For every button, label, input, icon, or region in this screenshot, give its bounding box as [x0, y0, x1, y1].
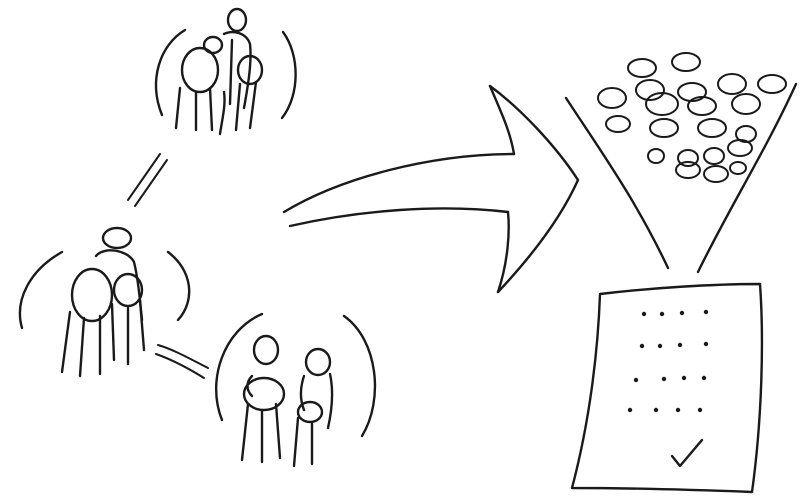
person-icon	[224, 9, 251, 108]
big-arrow	[284, 86, 578, 292]
person-icon	[62, 269, 112, 376]
document-dot	[698, 408, 702, 412]
arrow-upper-shaft	[284, 154, 514, 212]
group-left-bracket-left	[20, 252, 62, 328]
person-icon	[242, 336, 284, 462]
document-dot	[682, 376, 686, 380]
document-dot	[662, 377, 666, 381]
connector-left-bottom	[156, 345, 208, 378]
arrow-head-inner-bottom	[498, 212, 509, 292]
funnel	[566, 53, 796, 272]
person-icon	[294, 349, 332, 466]
funnel-item	[704, 166, 728, 182]
document-dot	[676, 408, 680, 412]
document-dot	[658, 344, 662, 348]
funnel-item	[688, 97, 716, 115]
person-icon	[176, 37, 222, 130]
document-dot	[704, 342, 708, 346]
group-bottom-bracket-right	[344, 316, 375, 436]
group-top-bracket-left	[156, 30, 185, 115]
result-document	[572, 284, 762, 492]
group-top-bracket-right	[282, 32, 296, 118]
document-dot	[678, 343, 682, 347]
checkmark-icon	[672, 440, 702, 466]
document-dot	[654, 408, 658, 412]
funnel-item	[672, 53, 700, 71]
funnel-item	[598, 88, 626, 108]
document-dot	[634, 378, 638, 382]
group-bottom	[216, 314, 375, 466]
group-bottom-bracket-left	[216, 314, 262, 420]
group-left-bracket-right	[168, 252, 189, 320]
funnel-item	[704, 148, 724, 164]
funnel-items	[598, 53, 786, 182]
funnel-item	[732, 94, 760, 114]
funnel-item	[628, 59, 656, 77]
document-dots	[628, 310, 708, 412]
funnel-item	[728, 140, 752, 156]
document-outline	[572, 284, 762, 492]
funnel-item	[718, 74, 746, 94]
funnel-item	[648, 149, 664, 163]
funnel-item	[676, 162, 700, 178]
group-top	[156, 9, 296, 134]
person-icon	[220, 56, 262, 134]
document-dot	[642, 312, 646, 316]
group-left	[20, 228, 189, 376]
document-dot	[640, 344, 644, 348]
arrow-lower-shaft	[290, 208, 508, 226]
document-dot	[628, 408, 632, 412]
funnel-item	[730, 162, 746, 174]
funnel-item	[758, 75, 786, 93]
funnel-item	[606, 116, 630, 132]
document-dot	[704, 310, 708, 314]
funnel-item	[678, 83, 706, 101]
document-dot	[702, 376, 706, 380]
funnel-item	[698, 119, 726, 137]
funnel-item	[650, 119, 678, 137]
connector-top-left	[128, 154, 167, 206]
document-dot	[680, 311, 684, 315]
document-dot	[660, 312, 664, 316]
